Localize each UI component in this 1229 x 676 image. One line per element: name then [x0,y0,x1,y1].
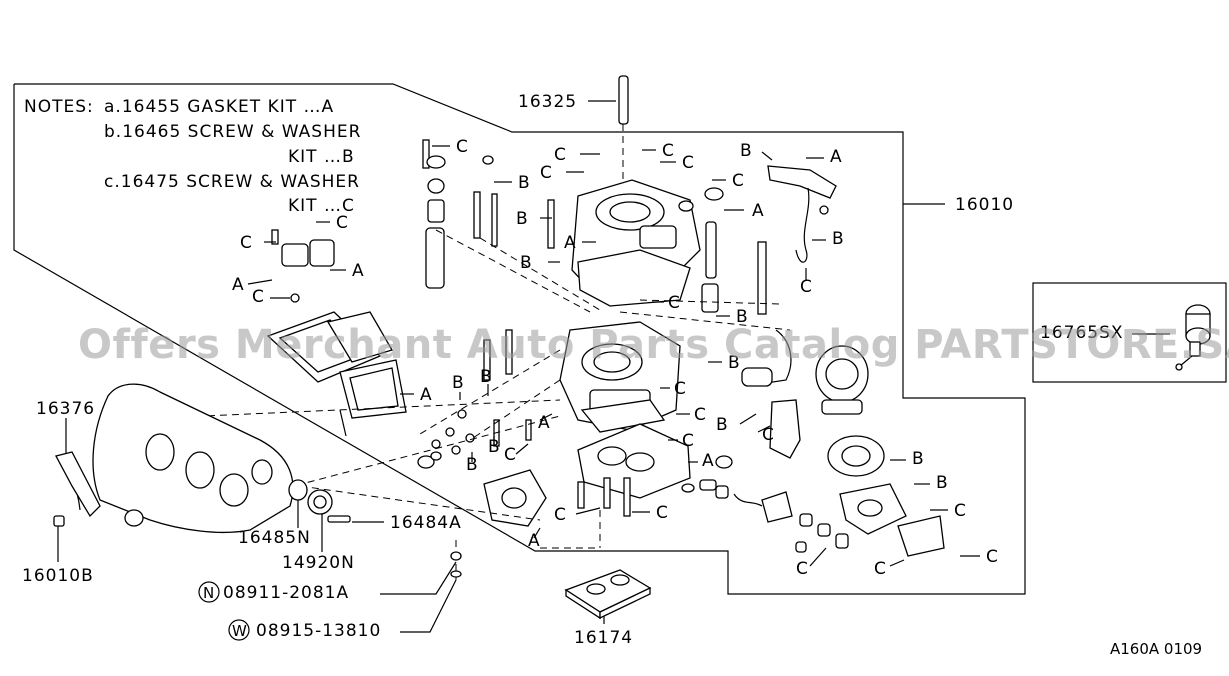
actuator-part [1175,304,1211,371]
guide-lines [159,229,791,580]
callout-c: C [954,501,967,521]
leader-08911 [380,561,457,595]
carburetor-upper-body [571,179,767,315]
callout-c: C [674,379,687,399]
part-number-16765sx: 16765SX [1040,323,1124,343]
part-number-16174: 16174 [574,628,633,648]
callout-c: C [456,137,469,157]
washer-symbol-circle [228,619,250,641]
part-number-16325: 16325 [518,92,577,112]
callout-b: B [936,473,949,493]
callout-b: B [912,449,925,469]
callout-b: B [832,229,845,249]
callout-c: C [762,425,775,445]
note-c-line1: c.16475 SCREW & WASHER [104,172,360,192]
nut-symbol: N [203,584,214,602]
callout-b: B [480,367,493,387]
small-parts-right [681,455,849,553]
small-parts-left [271,139,555,303]
notes-heading: NOTES: [24,97,94,117]
nut-symbol-circle [198,581,220,603]
part-number-16376: 16376 [36,399,95,419]
callout-leader [247,279,273,285]
part-number-16010b: 16010B [22,566,94,586]
assembly-outline [13,83,1026,595]
callout-leader [515,443,529,455]
note-b-line1: b.16465 SCREW & WASHER [104,122,361,142]
callout-leader [889,559,905,567]
callout-leader [757,425,771,433]
part-number-16010: 16010 [955,195,1014,215]
callout-c: C [986,547,999,567]
callout-a: A [352,261,365,281]
callout-c: C [694,405,707,425]
callout-b: B [740,141,753,161]
callout-c: C [336,213,349,233]
callout-c: C [682,153,695,173]
callout-a: A [528,531,541,551]
callout-c: C [554,505,567,525]
figure-code: A160A 0109 [1110,640,1202,658]
callout-a: A [564,233,577,253]
note-b-line2: KIT …B [288,147,355,167]
callout-b: B [488,437,501,457]
callout-a: A [702,451,715,471]
part-number-16484a: 16484A [390,513,462,533]
part-number-14920n: 14920N [282,553,355,573]
callout-leader [809,547,827,567]
callout-leader [761,151,773,161]
callout-c: C [668,293,681,313]
carburetor-main-body [559,321,681,433]
actuator-inset-box [1032,282,1227,383]
callout-c: C [796,559,809,579]
callout-a: A [830,147,843,167]
callout-c: C [504,445,517,465]
callout-c: C [540,163,553,183]
callout-c: C [732,171,745,191]
callout-b: B [466,455,479,475]
note-a: a.16455 GASKET KIT …A [104,97,334,117]
pin-part [618,75,629,125]
intake-manifold [53,383,351,534]
gasket-plates [266,311,407,437]
callout-a: A [752,201,765,221]
watermark: Offers Merchant Auto Parts Catalog PARTS… [78,322,1229,368]
callout-leader [533,527,541,539]
callout-a: A [538,413,551,433]
vacuum-diaphragm [741,329,945,557]
callout-c: C [682,431,695,451]
part-number-08911: 08911-2081A [223,583,349,603]
callout-leader [575,507,601,515]
callout-a: A [420,385,433,405]
callout-b: B [716,415,729,435]
callout-a: A [232,275,245,295]
callout-c: C [240,233,253,253]
throttle-linkage [767,165,837,263]
callout-c: C [656,503,669,523]
nut-part [450,551,462,561]
callout-b: B [520,253,533,273]
callout-b: B [728,353,741,373]
callout-c: C [252,287,265,307]
callout-c: C [800,277,813,297]
callout-leader [739,413,757,425]
callout-c: C [554,145,567,165]
part-number-08915: 08915-13810 [256,621,381,641]
note-c-line2: KIT …C [288,196,355,216]
callout-b: B [452,373,465,393]
washer-symbol: W [232,622,247,640]
washer-part [450,570,462,578]
callout-leader [539,413,553,421]
leader-08915 [400,579,457,633]
callout-b: B [516,209,529,229]
part-number-16485n: 16485N [238,528,311,548]
callout-c: C [662,141,675,161]
callout-c: C [874,559,887,579]
callout-b: B [518,173,531,193]
spacer-part [564,569,652,620]
callout-b: B [736,307,749,327]
